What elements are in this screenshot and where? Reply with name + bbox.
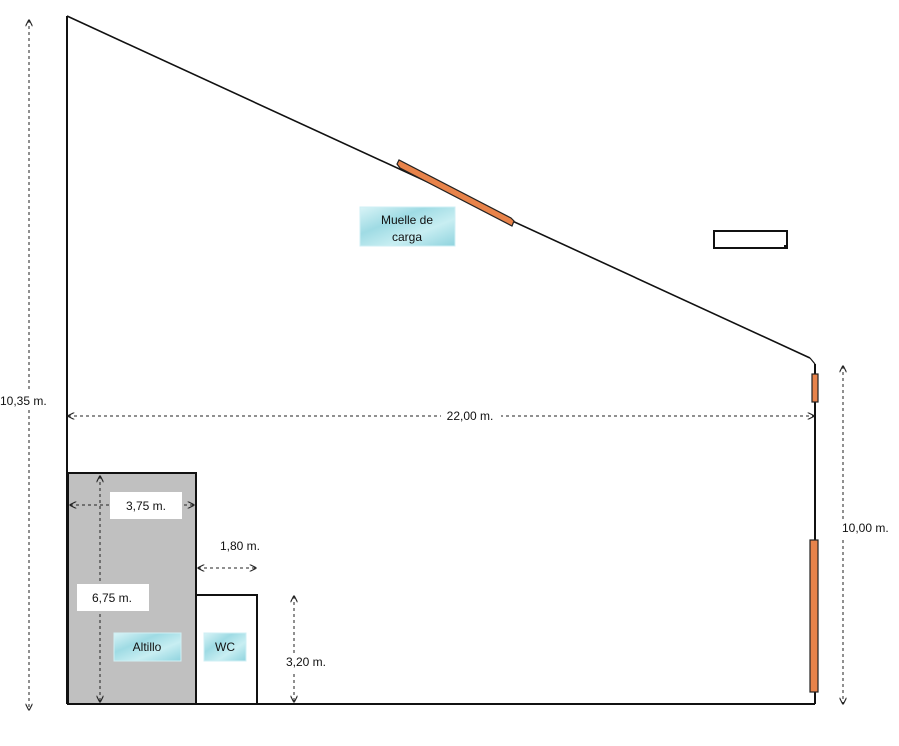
left-height-label-bg [0,392,50,410]
wc-width-label-bg [214,537,268,555]
side-door-small [811,373,819,403]
right-height-label: 10,00 m. [842,521,889,535]
small-object-mark [784,245,788,249]
small-object [713,230,788,249]
width-label: 22,00 m. [447,409,494,423]
mezzanine-depth-label: 6,75 m. [92,591,132,605]
mezzanine-width-label: 3,75 m. [126,499,166,513]
loading-dock-door [396,159,515,227]
loading-dock-label-line2: carga [392,230,422,244]
mezzanine-width-label-bg [110,492,182,519]
mezzanine-depth-label-bg [77,584,149,611]
loading-dock-label-line1: Muelle de [381,213,433,227]
mezzanine-label: Altillo [133,640,162,654]
wc-tag [203,632,247,662]
wc-label: WC [215,640,235,654]
width-label-bg [441,407,501,425]
loading-dock-tag [359,206,456,247]
mezzanine-tag [113,632,182,662]
wc-width-label: 1,80 m. [220,539,260,553]
left-height-label: 10,35 m. [0,394,47,408]
side-door-large [809,539,819,693]
right-height-label-bg [838,519,894,537]
wc-height-label: 3,20 m. [286,655,326,669]
wc-height-label-bg [282,653,332,671]
right-wall-top [809,357,816,365]
